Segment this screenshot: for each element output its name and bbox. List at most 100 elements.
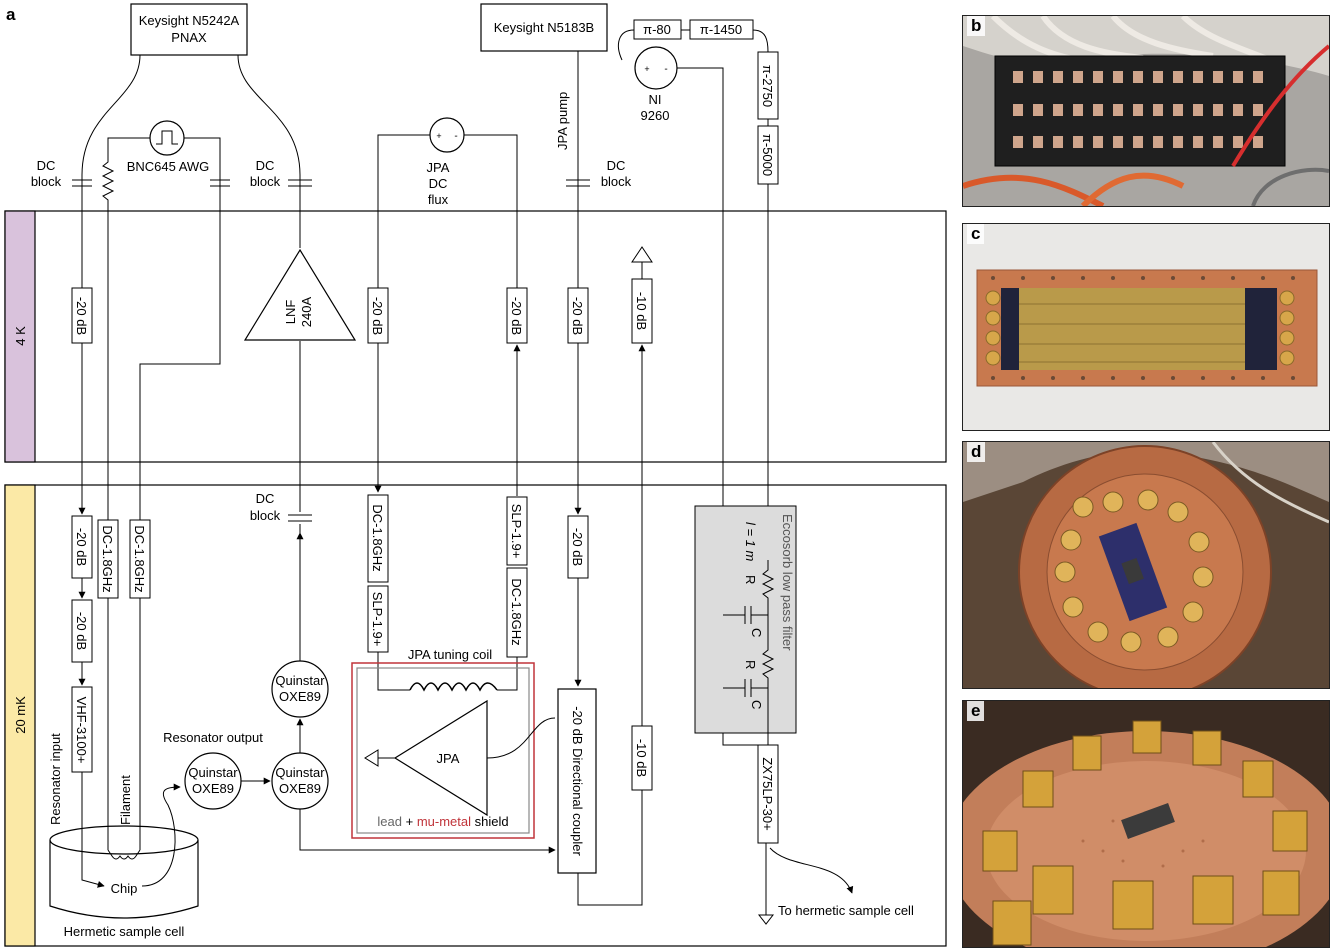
- eccosorb-label: Eccosorb low pass filter: [780, 514, 795, 651]
- svg-text:C: C: [749, 700, 764, 709]
- photo-d-sample-cell-lid: d: [962, 441, 1330, 689]
- svg-text:LNF: LNF: [283, 300, 298, 325]
- stage-20mk-band: [4, 484, 36, 947]
- pi-filter-2750: π-2750: [757, 51, 779, 120]
- svg-text:R: R: [743, 575, 758, 584]
- svg-text:OXE89: OXE89: [279, 781, 321, 796]
- source-ni9260: + - NI 9260: [634, 46, 678, 123]
- amp-quinstar-1: Quinstar OXE89: [184, 752, 242, 810]
- hermetic-cell-label: Hermetic sample cell: [64, 924, 185, 939]
- filter-filament-1: DC-1.8GHz: [97, 519, 119, 599]
- pi-filter-5000: π-5000: [757, 125, 779, 185]
- filter-zx75lp: ZX75LP-30+: [757, 744, 779, 844]
- panel-label-d: d: [967, 442, 986, 462]
- amp-lnf-240a: LNF 240A: [243, 248, 357, 341]
- svg-text:-10 dB: -10 dB: [634, 292, 649, 330]
- svg-text:-: -: [664, 64, 667, 75]
- svg-text:NI: NI: [649, 92, 662, 107]
- svg-text:-20 dB: -20 dB: [570, 528, 585, 566]
- hermetic-sample-cell: Chip Hermetic sample cell: [49, 825, 199, 939]
- filament-label: Filament: [118, 775, 133, 825]
- svg-text:SLP-1.9+: SLP-1.9+: [509, 504, 524, 559]
- svg-text:VHF-3100+: VHF-3100+: [74, 697, 89, 764]
- svg-text:-20 dB Directional coupler: -20 dB Directional coupler: [570, 706, 585, 856]
- amp-quinstar-2: Quinstar OXE89: [271, 752, 329, 810]
- stage-20mk-label: 20 mK: [13, 696, 28, 734]
- photo-b-filter-board: b: [962, 15, 1330, 207]
- svg-text:π-80: π-80: [643, 22, 671, 37]
- svg-text:-20 dB: -20 dB: [570, 297, 585, 335]
- svg-text:DC: DC: [37, 158, 56, 173]
- atten-pump-20mk: -20 dB: [567, 515, 589, 579]
- eccosorb-filter: Eccosorb low pass filter l = 1 m R C R C: [694, 505, 797, 745]
- svg-text:lead + mu-metal shield: lead + mu-metal shield: [377, 814, 508, 829]
- pi-filter-80: π-80: [633, 19, 682, 40]
- svg-text:SLP-1.9+: SLP-1.9+: [370, 592, 385, 647]
- jpa-shield: JPA tuning coil lead + mu-metal shield: [351, 647, 535, 839]
- eccosorb-length: l = 1 m: [743, 522, 758, 562]
- svg-text:DC-1.8GHz: DC-1.8GHz: [100, 525, 115, 592]
- jpa-pump-label: JPA pump: [555, 92, 570, 150]
- filter-flux-slp19-left: SLP-1.9+: [367, 585, 389, 653]
- svg-text:DC-1.8GHz: DC-1.8GHz: [509, 578, 524, 645]
- stage-4k-label: 4 K: [13, 326, 28, 346]
- to-hermetic-label: To hermetic sample cell: [778, 903, 914, 918]
- svg-text:-20 dB: -20 dB: [74, 612, 89, 650]
- svg-text:-20 dB: -20 dB: [74, 528, 89, 566]
- svg-text:DC: DC: [429, 176, 448, 191]
- svg-text:C: C: [749, 628, 764, 637]
- svg-text:DC: DC: [256, 491, 275, 506]
- atten-flux-left-4k: -20 dB: [367, 287, 389, 344]
- svg-text:DC-1.8GHz: DC-1.8GHz: [132, 525, 147, 592]
- atten-out-20mk: -10 dB: [631, 725, 653, 791]
- awg-bnc645: BNC645 AWG: [127, 120, 210, 174]
- filter-flux-dc18: DC-1.8GHz: [367, 494, 389, 583]
- n5183b-label: Keysight N5183B: [494, 20, 594, 35]
- svg-text:block: block: [601, 174, 632, 189]
- svg-text:9260: 9260: [641, 108, 670, 123]
- svg-text:DC-1.8GHz: DC-1.8GHz: [370, 504, 385, 571]
- dc-block-pump: DC block: [566, 158, 632, 189]
- dc-block-output-20mk: DC block: [250, 491, 312, 523]
- atten-flux-right-4k: -20 dB: [506, 287, 528, 344]
- stage-4k: 4 K: [4, 210, 947, 463]
- filter-flux-dc18-right: DC-1.8GHz: [506, 567, 528, 658]
- svg-text:+: +: [436, 131, 441, 141]
- atten-input-4k: -20 dB: [71, 287, 93, 344]
- svg-text:BNC645 AWG: BNC645 AWG: [127, 159, 210, 174]
- pnax-model: Keysight N5242A: [139, 13, 240, 28]
- svg-text:-20 dB: -20 dB: [370, 297, 385, 335]
- stage-4k-band: [4, 210, 36, 463]
- jpa-dc-flux-source: + - JPA DC flux: [427, 117, 465, 207]
- dc-block-left: DC block: [31, 158, 92, 189]
- svg-text:+: +: [644, 64, 649, 74]
- svg-text:OXE89: OXE89: [192, 781, 234, 796]
- stage-20mk: 20 mK: [4, 484, 947, 947]
- svg-text:block: block: [250, 174, 281, 189]
- atten-input-20mk-1: -20 dB: [71, 515, 93, 579]
- svg-text:flux: flux: [428, 192, 449, 207]
- svg-text:-20 dB: -20 dB: [509, 297, 524, 335]
- svg-text:block: block: [31, 174, 62, 189]
- svg-text:Quinstar: Quinstar: [188, 765, 238, 780]
- svg-text:-: -: [454, 131, 457, 142]
- panel-label-a: a: [6, 5, 16, 24]
- directional-coupler: -20 dB Directional coupler: [557, 688, 597, 874]
- jpa-amplifier: JPA: [393, 699, 488, 817]
- panel-label-b: b: [967, 16, 986, 36]
- svg-text:block: block: [250, 508, 281, 523]
- svg-text:OXE89: OXE89: [279, 689, 321, 704]
- filter-flux-slp19-right: SLP-1.9+: [506, 496, 528, 566]
- svg-text:Quinstar: Quinstar: [275, 673, 325, 688]
- photo-e-chip-mount: e: [962, 700, 1330, 948]
- instrument-pnax: Keysight N5242A PNAX: [130, 3, 248, 56]
- pnax-name: PNAX: [171, 30, 207, 45]
- svg-text:JPA: JPA: [427, 160, 450, 175]
- atten-out-4k: -10 dB: [631, 278, 653, 344]
- atten-pump-4k: -20 dB: [567, 287, 589, 344]
- photo-c-eccosorb-filter: c: [962, 223, 1330, 431]
- resonator-output-label: Resonator output: [163, 730, 263, 745]
- amp-quinstar-3: Quinstar OXE89: [271, 660, 329, 718]
- svg-text:-20 dB: -20 dB: [74, 297, 89, 335]
